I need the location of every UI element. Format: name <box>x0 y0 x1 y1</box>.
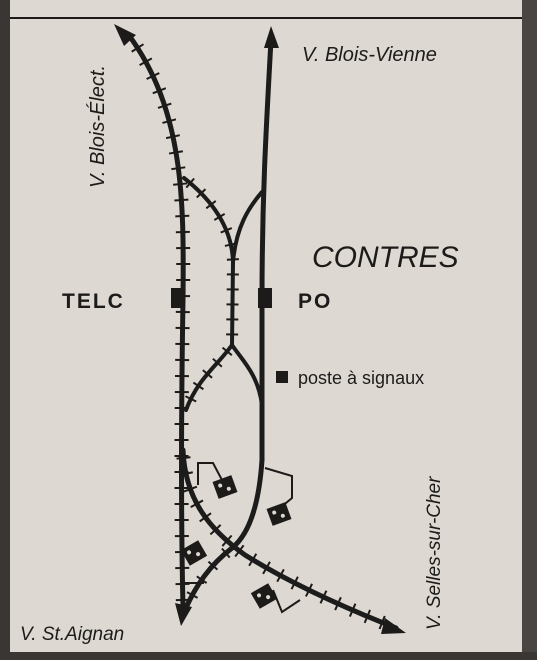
signal-post-2-line <box>264 467 293 509</box>
track-tick <box>212 357 223 368</box>
track-tick <box>186 591 199 599</box>
track-ticks <box>131 43 386 630</box>
track-tick <box>152 87 167 95</box>
track-tick <box>185 395 197 403</box>
arrowheads <box>114 24 406 634</box>
track-tick <box>226 258 239 261</box>
track-tick <box>207 560 219 571</box>
po-station-marker <box>258 288 272 308</box>
track-tick <box>171 166 186 171</box>
track-tick <box>157 102 172 109</box>
track-tick <box>248 553 258 567</box>
track-tick <box>221 346 233 356</box>
track-tick <box>168 150 184 155</box>
po-line-main <box>259 37 274 463</box>
signal-box-marker <box>276 371 288 383</box>
track-tick <box>209 524 222 536</box>
track-tick <box>202 369 213 379</box>
track-tick <box>290 576 299 590</box>
frame-bottom <box>0 652 537 660</box>
telc-station-marker <box>171 288 185 308</box>
track-tick <box>305 583 313 597</box>
track-tick <box>220 227 233 234</box>
signal-head-3 <box>180 540 208 566</box>
track-tick <box>183 485 198 493</box>
arrow-blois-elect <box>114 24 136 46</box>
signal-head-1 <box>212 475 238 499</box>
track-tick <box>173 182 188 186</box>
track-tick <box>262 561 271 575</box>
track-tick <box>199 512 212 523</box>
label-blois-elect: V. Blois-Élect. <box>86 65 109 188</box>
track-tick <box>363 609 371 624</box>
track-tick <box>190 499 204 508</box>
label-po: PO <box>298 290 332 313</box>
frame-right <box>522 0 537 660</box>
signal-head-4 <box>250 583 278 609</box>
label-contres: CONTRES <box>312 241 459 274</box>
track-tick <box>176 456 191 460</box>
track-tick <box>196 188 207 199</box>
track-tick <box>221 534 233 547</box>
arrow-blois-vienne <box>264 26 279 48</box>
signal-post-3-line <box>181 560 204 584</box>
track-tick <box>378 615 386 630</box>
track-tick <box>196 575 208 584</box>
track-tick <box>334 596 342 611</box>
track-tick <box>224 242 237 247</box>
track-tick <box>213 213 226 221</box>
label-st-aignan: V. St.Aignan <box>20 624 124 645</box>
label-selles-sur-cher: V. Selles-sur-Cher <box>424 476 445 630</box>
track-tick <box>185 177 195 189</box>
telc-line-selles <box>180 447 399 631</box>
track-tick <box>175 214 190 218</box>
label-blois-vienne: V. Blois-Vienne <box>302 44 437 66</box>
track-tick <box>348 603 357 617</box>
label-poste-a-signaux: poste à signaux <box>298 368 424 388</box>
track-tick <box>234 544 245 558</box>
signal-head-2 <box>266 502 292 526</box>
po-crossover-upper <box>231 190 264 264</box>
track-tick <box>165 134 181 140</box>
track-tick <box>174 198 189 202</box>
track-tick <box>162 118 177 124</box>
track-tick <box>139 57 153 67</box>
centre-to-po-curve <box>230 343 264 407</box>
track-tick <box>146 72 160 80</box>
frame-left <box>0 0 10 660</box>
signal-heads <box>180 475 292 609</box>
signal-post-1-line <box>197 462 223 485</box>
track-tick <box>178 471 193 477</box>
track-tick <box>205 200 217 210</box>
track-tick <box>131 43 145 53</box>
track-tick <box>319 590 328 604</box>
track-tick <box>276 568 285 583</box>
arrow-selles <box>381 618 406 634</box>
arrow-st-aignan <box>175 603 192 626</box>
label-telc: TELC <box>62 290 125 313</box>
track-tick <box>221 547 231 559</box>
track-tick <box>192 381 204 391</box>
